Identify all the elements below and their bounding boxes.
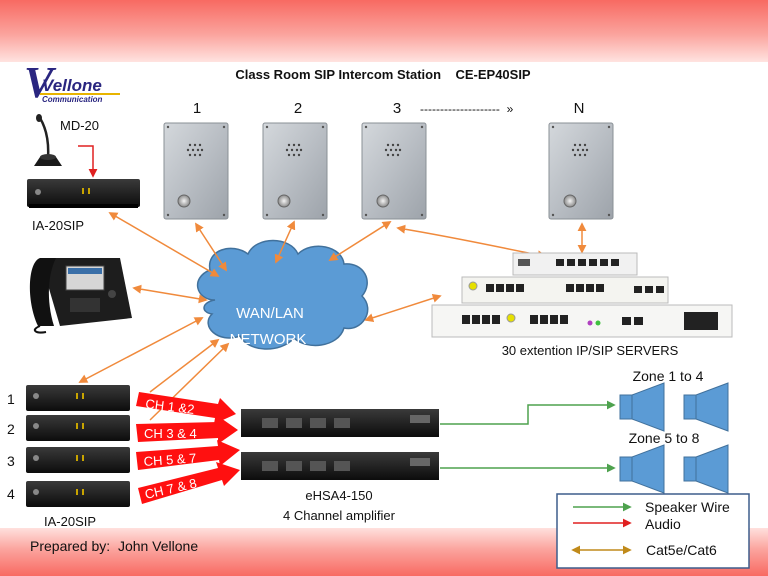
- speaker-icon: [683, 382, 729, 432]
- channel-label-3: CH 5 & 7: [143, 450, 197, 469]
- speaker-icons: [619, 382, 729, 494]
- legend-label-cat5e: Cat5e/Cat6: [646, 542, 717, 558]
- logo-tagline: Communication: [42, 95, 103, 104]
- intercom-station-2: [262, 122, 328, 220]
- channel-arrow-1: [136, 392, 236, 424]
- ia20sip-top-label: IA-20SIP: [32, 218, 84, 233]
- ia20sip-unit-2: [26, 415, 130, 441]
- intercom-station-n: [548, 122, 614, 220]
- speaker-icon: [683, 444, 729, 494]
- mic-label: MD-20: [60, 118, 99, 133]
- svg-text:V: V: [24, 58, 57, 107]
- link-station-n: [396, 224, 547, 260]
- amplifier-2: [241, 452, 439, 480]
- network-label-line1: WAN/LAN: [236, 305, 304, 322]
- network-cloud: [197, 239, 369, 350]
- station-number-3: 3: [393, 100, 401, 117]
- amplifier-1: [241, 409, 439, 437]
- network-links: [78, 212, 587, 421]
- speaker-icon: [619, 444, 665, 494]
- prepared-by: Prepared by: John Vellone: [30, 538, 198, 554]
- channel-label-2: CH 3 & 4: [144, 426, 197, 441]
- station-ellipsis: -------------------- »: [420, 102, 514, 116]
- unit-number-2: 2: [7, 421, 15, 437]
- link-station-1: [195, 222, 227, 272]
- network-label-line2: NETWORK: [230, 331, 307, 348]
- speaker-icon: [619, 382, 665, 432]
- channel-arrow-3: [136, 440, 240, 470]
- legend-label-audio: Audio: [645, 516, 681, 532]
- link-ch-1: [149, 338, 220, 393]
- zone-label-2: Zone 5 to 8: [629, 430, 700, 446]
- vellone-logo: V Vellone Communication: [24, 58, 120, 107]
- servers-label: 30 extention IP/SIP SERVERS: [502, 343, 679, 358]
- zone-label-1: Zone 1 to 4: [633, 368, 704, 384]
- unit-number-1: 1: [7, 391, 15, 407]
- intercom-station-3: [361, 122, 427, 220]
- link-servers: [364, 293, 442, 323]
- header-band: [0, 0, 768, 62]
- audio-link-mic: [78, 145, 98, 178]
- ia20sip-unit-3: [26, 447, 130, 473]
- channel-arrow-4: [138, 462, 240, 504]
- ia20sip-unit-1: [26, 385, 130, 411]
- diagram-title: Class Room SIP Intercom Station CE-EP40S…: [235, 67, 531, 82]
- channel-label-4: CH 7 & 8: [143, 475, 198, 501]
- speaker-wire-zone-1: [440, 400, 616, 425]
- unit-number-4: 4: [7, 486, 15, 502]
- station-number-1: 1: [193, 100, 201, 117]
- link-ip-phone: [132, 284, 208, 304]
- microphone-icon: [34, 114, 62, 166]
- link-station-3: [328, 221, 392, 261]
- ia20sip-device-top: [27, 179, 140, 208]
- ia20sip-unit-4: [26, 481, 130, 507]
- station-number-2: 2: [294, 100, 302, 117]
- ip-phone-icon: [29, 258, 132, 334]
- station-number-n: N: [574, 100, 585, 117]
- amplifier-description: 4 Channel amplifier: [283, 508, 396, 523]
- channel-label-1: CH 1 &2: [145, 396, 196, 417]
- ia20sip-bank-label: IA-20SIP: [44, 514, 96, 529]
- link-ia20sip-bank: [78, 317, 204, 383]
- sip-servers: [431, 252, 733, 338]
- unit-number-3: 3: [7, 453, 15, 469]
- ia20sip-bank: [26, 385, 130, 507]
- intercom-station-1: [163, 122, 229, 220]
- legend-label-speaker-wire: Speaker Wire: [645, 499, 730, 515]
- link-ia20sip-top: [108, 212, 220, 277]
- logo-name: Vellone: [42, 76, 102, 95]
- link-station-2: [274, 220, 296, 264]
- channel-arrow-2: [136, 416, 238, 444]
- amplifier-model: eHSA4-150: [305, 488, 372, 503]
